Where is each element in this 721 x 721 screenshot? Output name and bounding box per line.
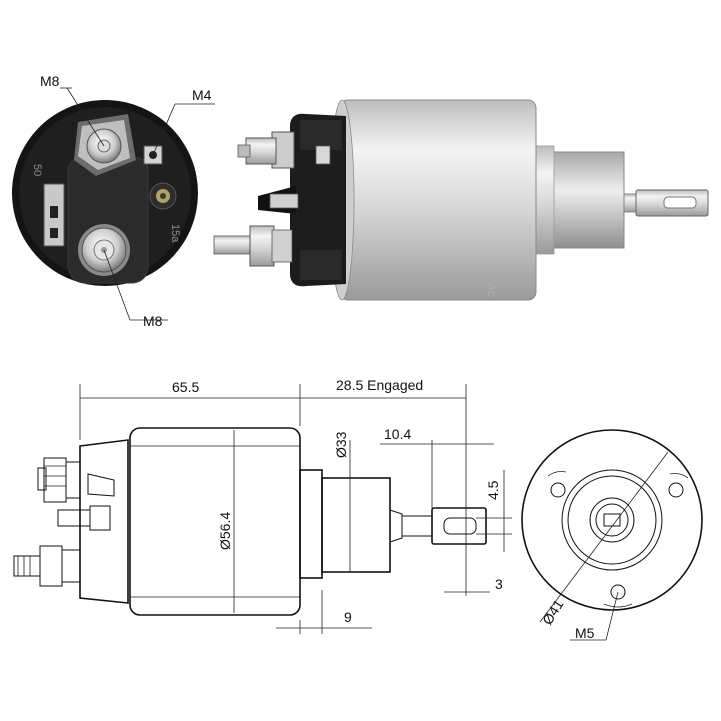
dim-body-diameter: Ø56.4 xyxy=(217,512,233,550)
label-top-m8: M8 xyxy=(40,73,60,89)
top-m8-terminal xyxy=(74,114,136,176)
plunger-tab-outline xyxy=(431,507,487,545)
mounting-hole-right xyxy=(668,482,684,498)
side-elevation-drawing: 65.5 28.5 Engaged Ø33 10.4 4.5 Ø56.4 3 9 xyxy=(13,377,512,634)
side-view-photo: AC xyxy=(213,99,709,301)
dim-engaged-length: 28.5 Engaged xyxy=(336,377,423,393)
leader-line-bottom-m8 xyxy=(103,249,131,321)
mounting-hole-left xyxy=(550,482,566,498)
terminal-50-marking: 50 xyxy=(31,164,43,176)
body-outline xyxy=(129,427,301,616)
dim-nose-diameter: Ø33 xyxy=(333,431,349,458)
leader-line-m4 xyxy=(152,103,176,156)
mounting-hole-bottom xyxy=(610,584,626,600)
dim-overall-length: 65.5 xyxy=(172,379,199,395)
end-view-photo: 50 15a xyxy=(12,100,198,286)
label-bottom-m8: M8 xyxy=(143,313,163,329)
terminal-15a-connector xyxy=(149,182,177,210)
dim-slot-thickness: 3 xyxy=(495,576,503,592)
dim-bolt-circle: Ø41 xyxy=(539,596,567,627)
leader-line-top-m8 xyxy=(66,87,105,147)
terminal-15a-marking: 15a xyxy=(169,224,181,243)
nose-outline xyxy=(321,477,391,573)
dim-slot-width: 4.5 xyxy=(485,480,501,500)
front-view-drawing: Ø41 M5 xyxy=(521,429,703,641)
dim-plunger-length: 10.4 xyxy=(384,426,411,442)
front-body-outline xyxy=(521,429,703,611)
body-marking: AC xyxy=(485,284,496,298)
label-mount-thread: M5 xyxy=(575,625,595,641)
label-m4: M4 xyxy=(192,87,212,103)
dim-nose-length: 9 xyxy=(344,609,352,625)
dim-line-bolt-circle xyxy=(539,451,669,623)
terminal-50-spade xyxy=(43,183,65,247)
leader-line-m5 xyxy=(605,591,619,641)
rear-cap-outline xyxy=(79,439,129,604)
